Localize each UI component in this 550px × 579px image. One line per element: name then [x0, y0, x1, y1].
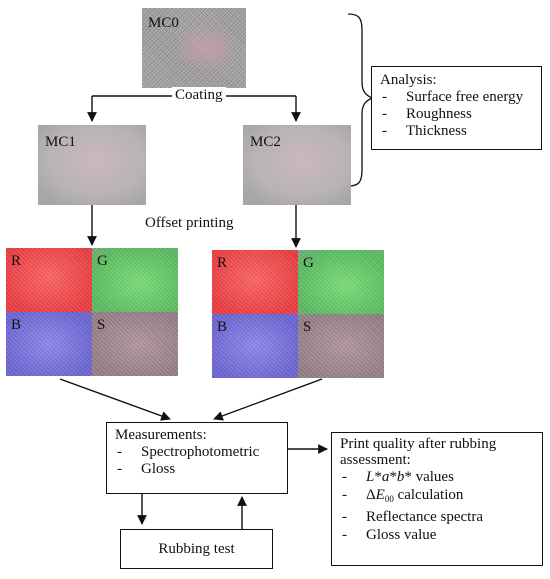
analysis-item: Surface free energy: [380, 89, 533, 106]
measurement-item: Spectrophotometric: [115, 444, 279, 461]
analysis-item: Roughness: [380, 106, 533, 123]
mc0-label: MC0: [148, 15, 179, 31]
mc1-red-print-swatch: R: [6, 248, 92, 312]
offset-printing-step-label: Offset printing: [145, 215, 234, 231]
analysis-list: Surface free energy Roughness Thickness: [380, 89, 533, 140]
quality-item-delta-e: ΔE00 calculation: [340, 486, 534, 508]
mc2-green-label: G: [303, 255, 314, 271]
print-quality-box: Print quality after rubbing assessment: …: [331, 432, 543, 566]
coating-step-label: Coating: [172, 87, 226, 103]
analysis-title: Analysis:: [380, 72, 437, 88]
mc2-substrate-print-swatch: S: [298, 314, 384, 378]
mc2-blue-label: B: [217, 319, 228, 335]
rubbing-test-label: Rubbing test: [158, 541, 235, 557]
mc1-green-print-swatch: G: [92, 248, 178, 312]
print-quality-title: Print quality after rubbing assessment:: [340, 436, 497, 468]
quality-item: Gloss value: [340, 526, 534, 544]
mc1-blue-label: B: [11, 317, 22, 333]
quality-item: Reflectance spectra: [340, 508, 534, 526]
analysis-curly-brace: [347, 13, 374, 187]
mc2-red-label: R: [217, 255, 228, 271]
mc1-green-label: G: [97, 253, 108, 269]
print-quality-list: L*a*b* values ΔE00 calculation Reflectan…: [340, 468, 534, 544]
mc2-green-print-swatch: G: [298, 250, 384, 314]
arrow-prints1-to-measurements: [59, 378, 171, 421]
mc1-substrate-print-swatch: S: [92, 312, 178, 376]
mc1-red-label: R: [11, 253, 22, 269]
arrow-prints2-to-measurements: [213, 378, 323, 421]
mc0-sample-image: MC0: [142, 8, 246, 88]
mc2-substrate-label: S: [303, 319, 312, 335]
analysis-item: Thickness: [380, 123, 533, 140]
mc1-label: MC1: [45, 134, 76, 150]
measurements-title: Measurements:: [115, 427, 207, 443]
mc2-blue-print-swatch: B: [212, 314, 298, 378]
mc1-substrate-label: S: [97, 317, 106, 333]
analysis-box: Analysis: Surface free energy Roughness …: [371, 66, 542, 150]
mc2-red-print-swatch: R: [212, 250, 298, 314]
quality-item-lab: L*a*b* values: [340, 468, 534, 486]
measurements-list: Spectrophotometric Gloss: [115, 444, 279, 478]
mc2-sample-image: MC2: [243, 125, 351, 205]
mc1-blue-print-swatch: B: [6, 312, 92, 376]
mc2-label: MC2: [250, 134, 281, 150]
mc1-sample-image: MC1: [38, 125, 146, 205]
rubbing-test-box: Rubbing test: [120, 529, 273, 569]
measurements-box: Measurements: Spectrophotometric Gloss: [106, 422, 288, 494]
measurement-item: Gloss: [115, 461, 279, 478]
